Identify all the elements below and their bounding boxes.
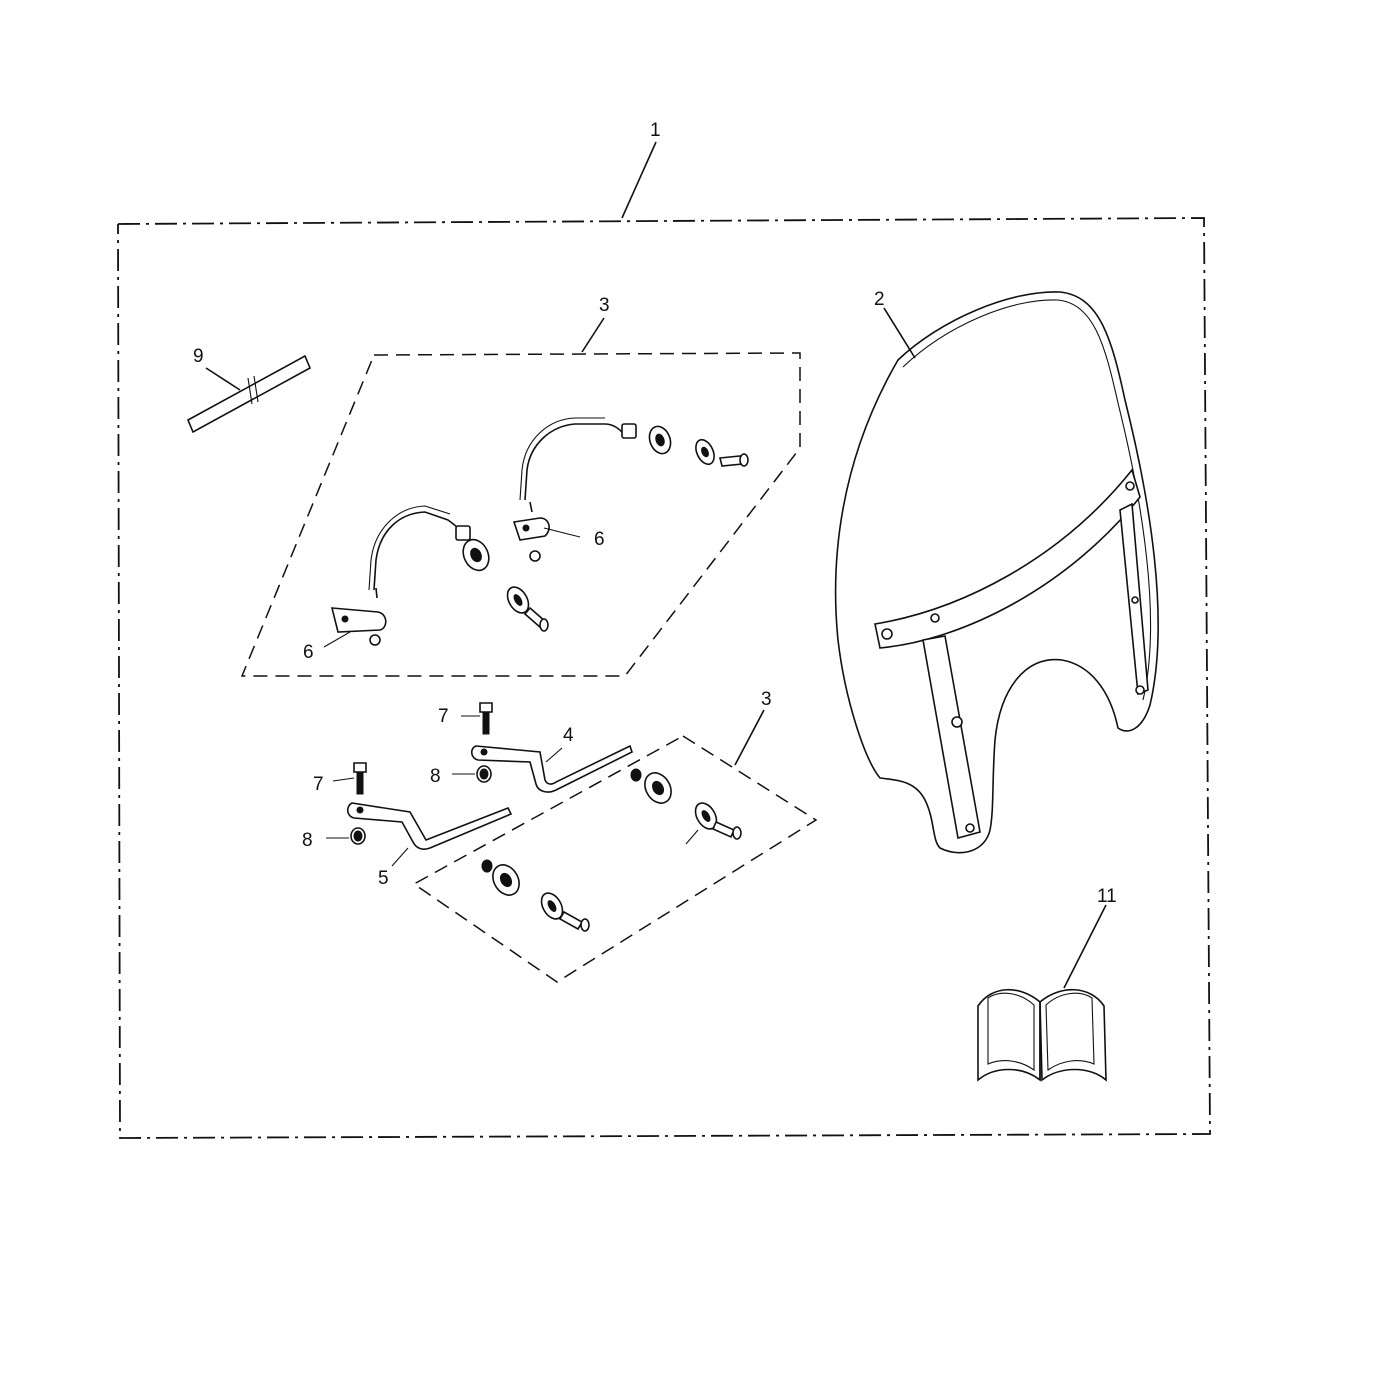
callout-nut-upper: 8 — [430, 766, 441, 787]
fitting-kit-lower — [412, 709, 818, 983]
callout-bolt-lower: 7 — [313, 774, 324, 795]
callout-nut-lower: 8 — [302, 830, 313, 851]
callout-bracket-left: 5 — [378, 868, 389, 889]
callout-clamp-upper: 6 — [594, 529, 605, 550]
callout-kit: 1 — [650, 120, 661, 141]
callout-bracket-right: 4 — [563, 725, 574, 746]
bolt-upper — [461, 702, 493, 735]
callout-screen: 2 — [874, 289, 885, 310]
windscreen[interactable] — [834, 291, 1159, 854]
nut-upper — [452, 765, 492, 783]
callout-clamp-lower: 6 — [303, 642, 314, 663]
bracket-left[interactable] — [346, 802, 513, 867]
callout-manual: 11 — [1097, 886, 1117, 907]
fitting-kit-upper — [240, 317, 801, 677]
bolt-lower — [332, 762, 367, 795]
nut-lower — [326, 827, 366, 845]
open-book-icon — [977, 904, 1107, 1082]
bracket-right[interactable] — [470, 744, 633, 793]
callout-bolt-upper: 7 — [438, 706, 449, 727]
callout-strip: 9 — [193, 346, 204, 367]
callout-fitting-kit-lower: 3 — [761, 689, 772, 710]
callout-fitting-kit-upper: 3 — [599, 295, 610, 316]
adhesive-strip — [186, 354, 312, 434]
kit-outline — [117, 141, 1211, 1139]
